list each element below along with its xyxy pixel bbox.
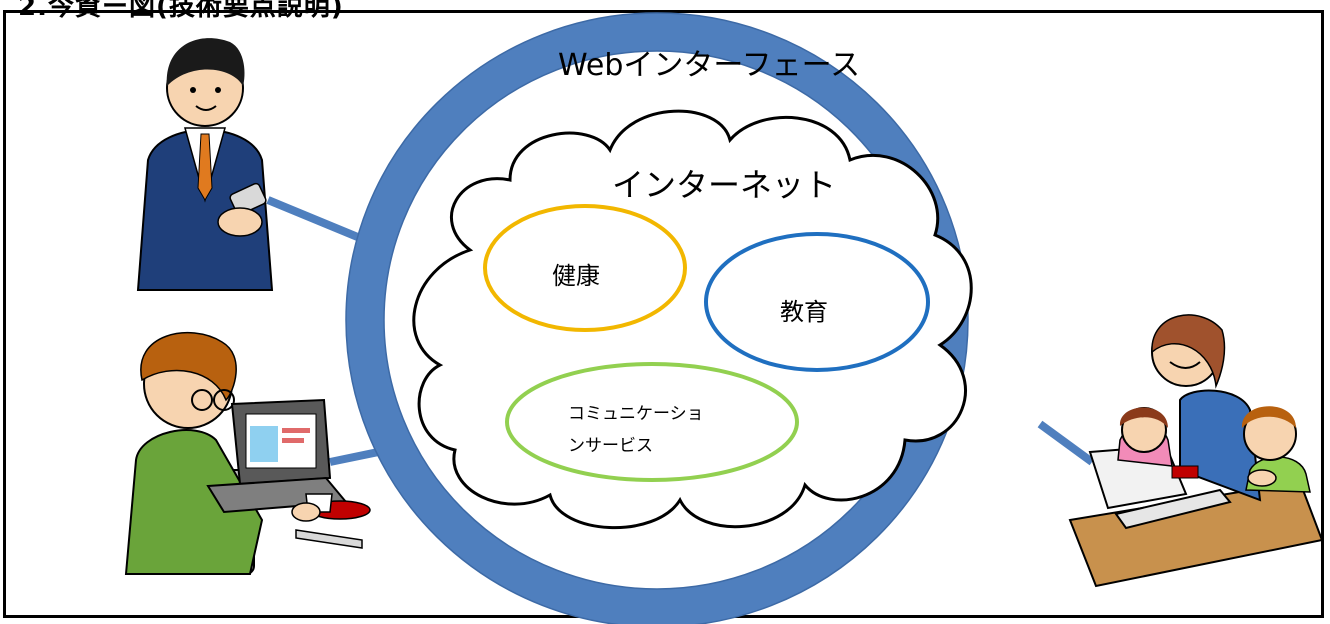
internet-label: インターネット (612, 166, 837, 204)
health-ellipse (483, 204, 687, 332)
communication-ellipse (505, 362, 799, 482)
businessman-icon (136, 38, 274, 291)
student-with-laptop-icon (124, 331, 371, 575)
web-interface-label: Webインターフェース (558, 48, 861, 83)
health-label: 健康 (552, 262, 600, 290)
communication-label: コミュニケーションサービス (568, 404, 704, 456)
connector-family (1037, 420, 1095, 466)
ring-outer-edge (345, 12, 969, 624)
internet-cloud-icon (412, 109, 973, 529)
family-with-laptop-icon (1068, 314, 1324, 588)
education-label: 教育 (780, 298, 828, 326)
education-ellipse (704, 232, 930, 372)
page-heading: 2.今資ー図(技術要点説明) (18, 0, 344, 22)
connector-businessman (266, 196, 362, 242)
